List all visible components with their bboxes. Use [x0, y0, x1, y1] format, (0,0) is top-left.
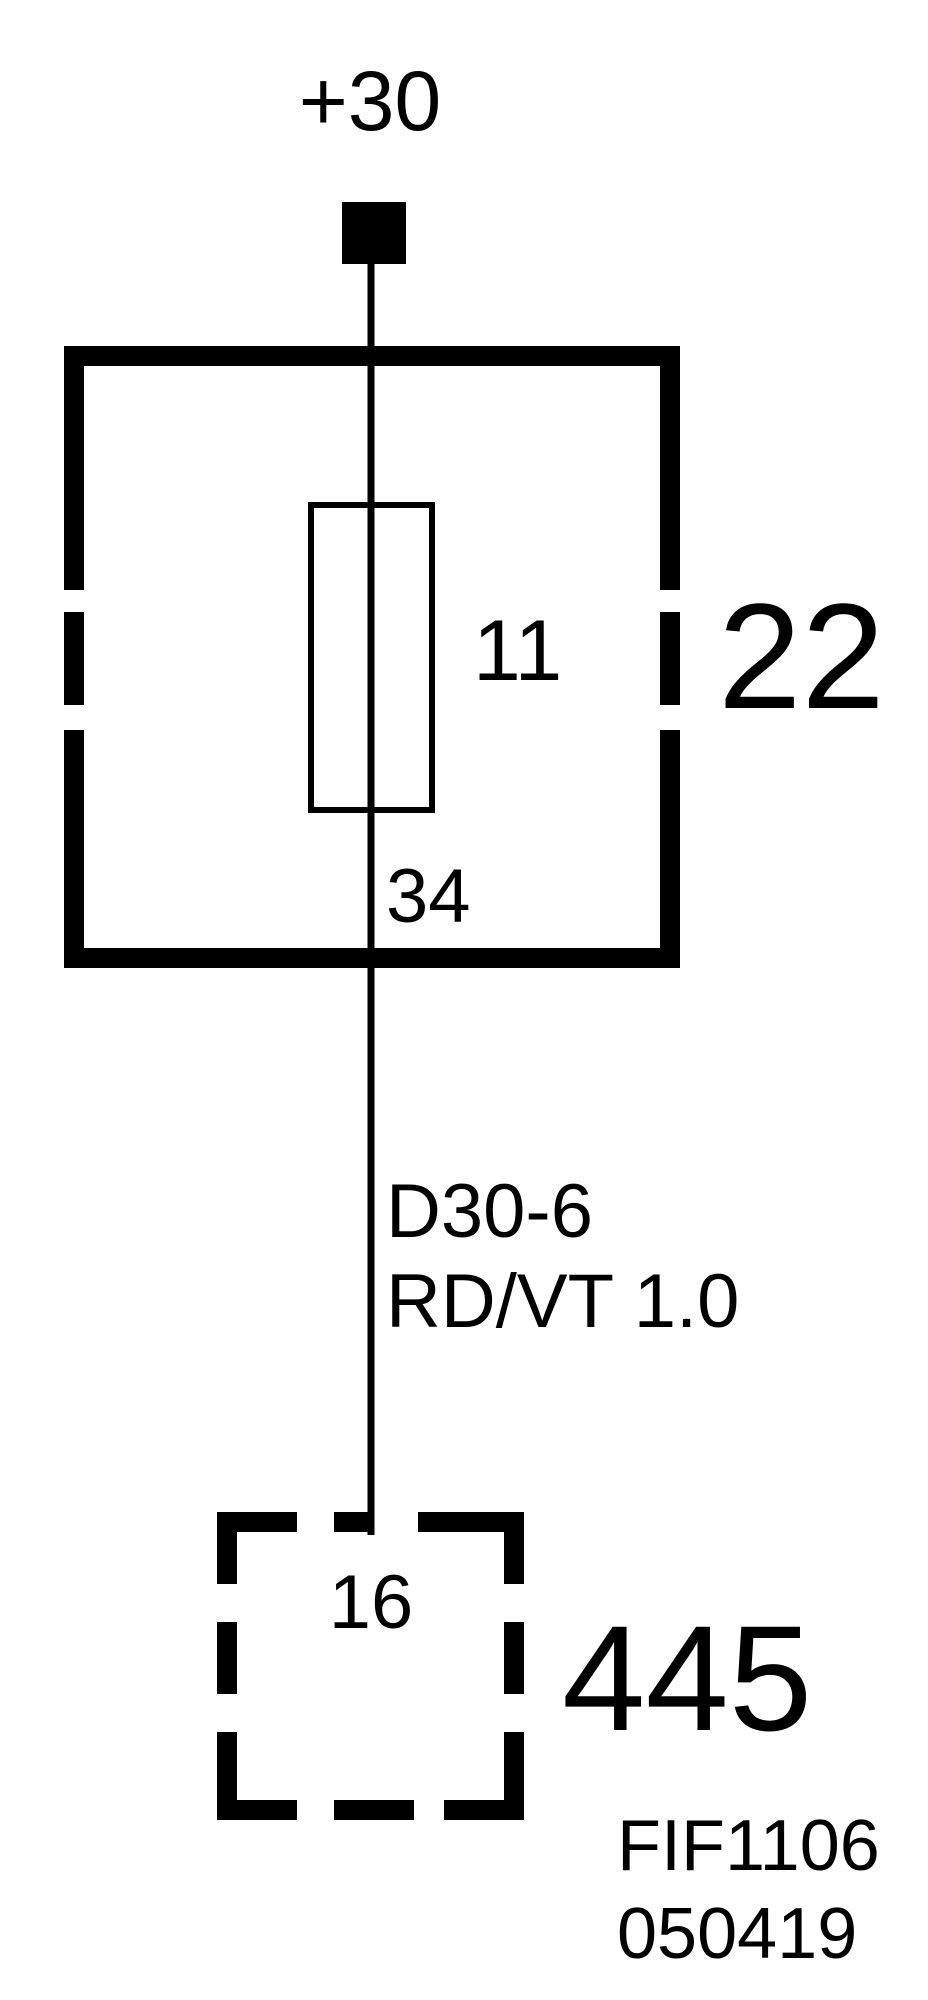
connector-id: 445 [562, 1594, 812, 1762]
fuse-element [308, 502, 435, 813]
reference-date: 050419 [617, 1894, 857, 1974]
fuse-number: 11 [473, 603, 562, 699]
connector-pin: 16 [329, 1560, 414, 1645]
wire-circuit: D30-6 [386, 1169, 593, 1254]
wire-spec: RD/VT 1.0 [386, 1259, 739, 1344]
supply-terminal [342, 202, 406, 264]
fuse-output-pin: 34 [386, 854, 471, 939]
reference-code: FIF1106 [617, 1806, 880, 1886]
fuse-box [64, 346, 680, 968]
connector-outline [217, 1512, 524, 1820]
supply-label: +30 [299, 54, 442, 148]
fuse-box-id: 22 [718, 572, 885, 740]
